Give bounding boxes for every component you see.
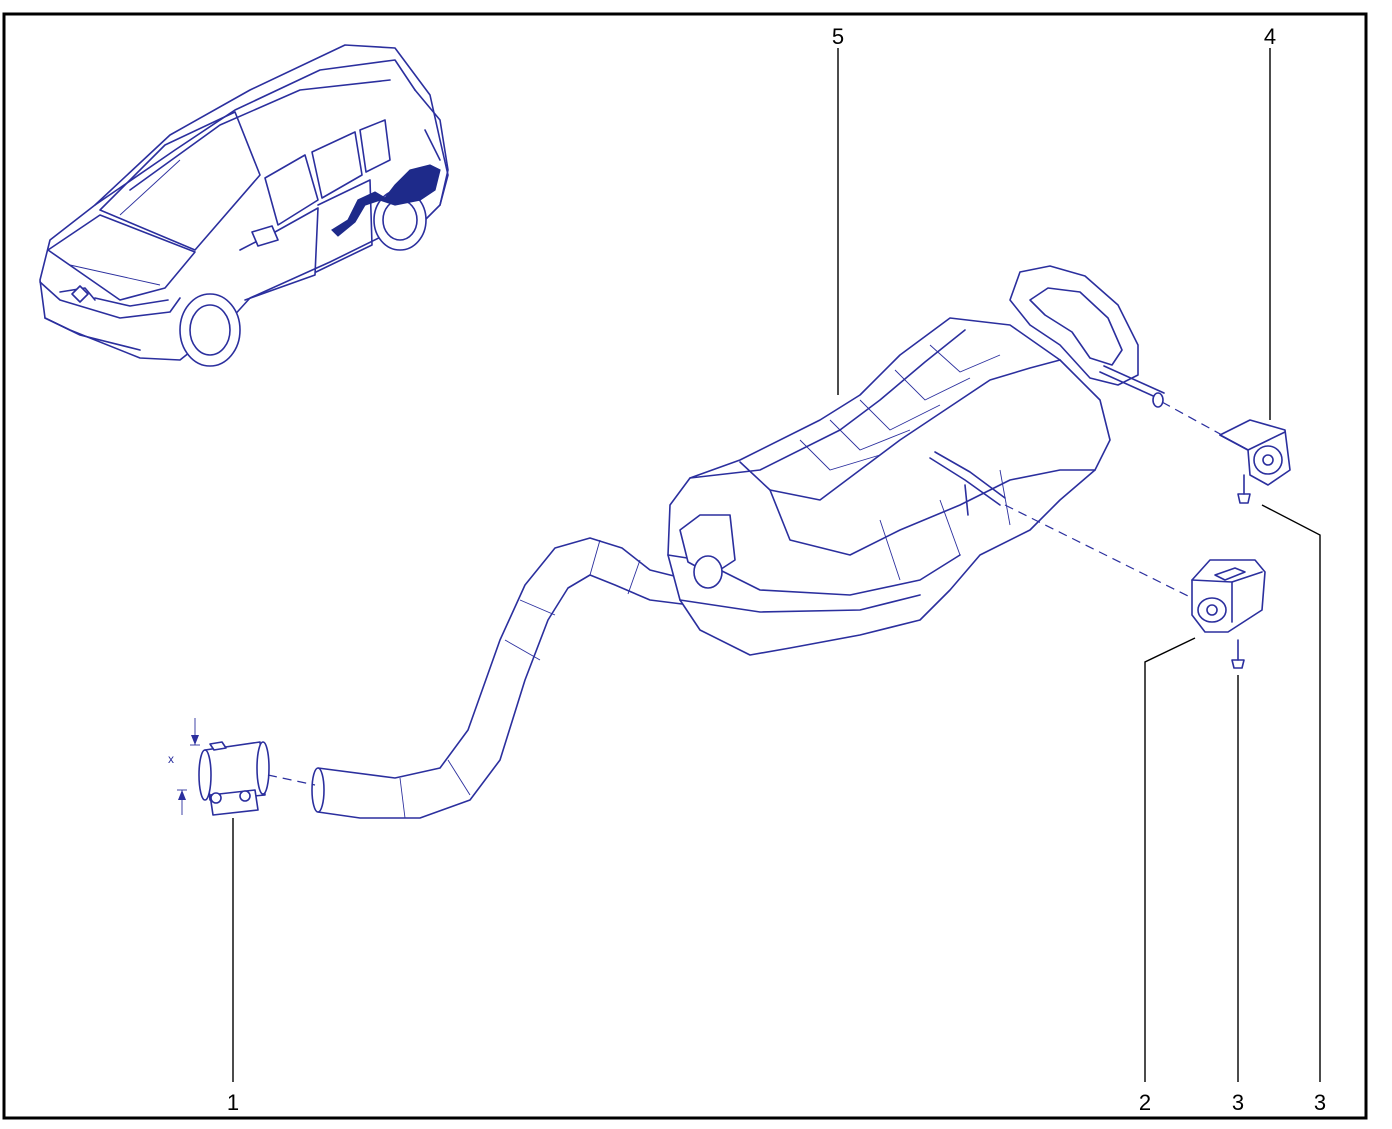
callout-3-lower: 3: [1232, 1090, 1244, 1115]
alignment-line-clamp: [267, 774, 316, 786]
callout-2: 2: [1139, 1090, 1151, 1115]
mounting-bracket-upper: [1219, 419, 1291, 504]
alignment-line-bracket-2: [1004, 504, 1193, 599]
callout-4: 4: [1264, 24, 1276, 49]
leader-line-3b: [1261, 504, 1321, 1082]
alignment-line-bracket-4: [1161, 401, 1223, 436]
mounting-bracket-rubber: [1191, 559, 1266, 669]
callout-3-upper: 3: [1314, 1090, 1326, 1115]
highlighted-exhaust-location: [331, 164, 441, 237]
silencer-muffler: [667, 265, 1165, 656]
diagram-frame: [2, 12, 1368, 1120]
leader-line-2: [1144, 637, 1196, 1082]
exhaust-pipe: [311, 537, 723, 819]
callout-1: 1: [227, 1090, 239, 1115]
clamp: x: [168, 718, 270, 816]
dimension-x-label: x: [168, 752, 174, 766]
vehicle-location-illustration: [39, 44, 449, 367]
callout-5: 5: [832, 24, 844, 49]
